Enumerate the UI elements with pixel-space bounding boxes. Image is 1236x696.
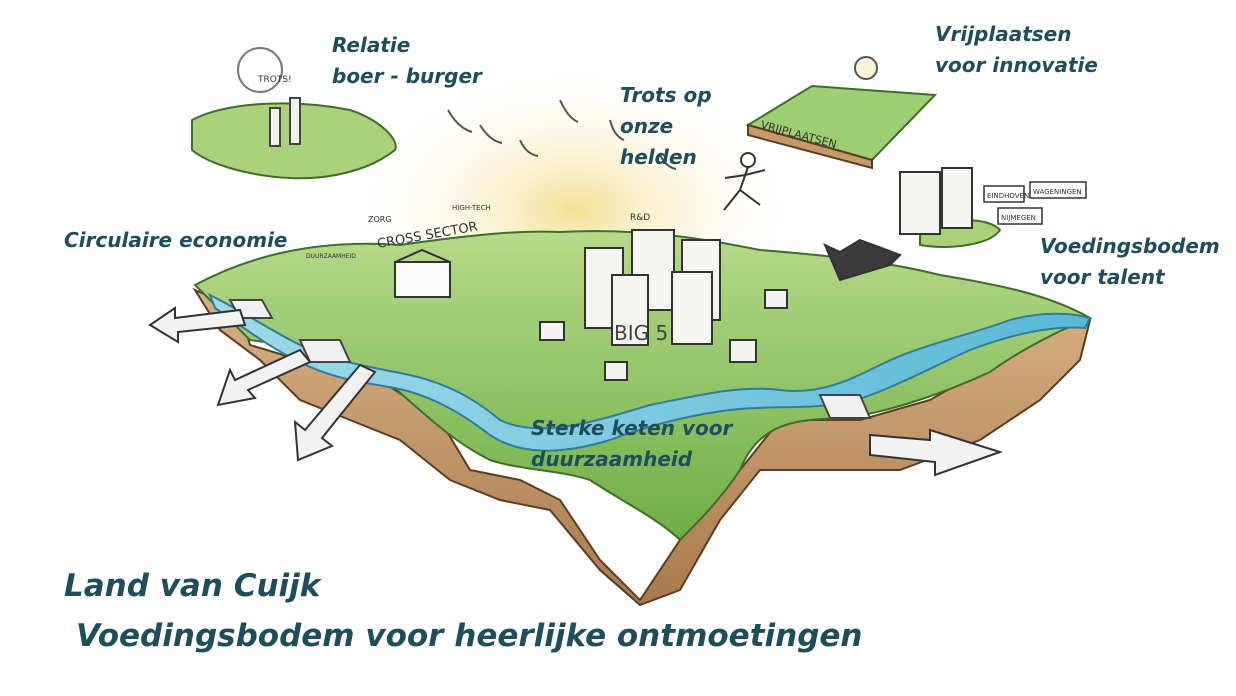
label-voedingsbodem-voor-talent: Voedingsbodem voor talent xyxy=(1040,234,1220,289)
grass-plateau xyxy=(193,230,1093,542)
sign-big5: BIG 5 xyxy=(614,321,668,345)
sign-rd: R&D xyxy=(630,213,650,223)
houses xyxy=(539,289,788,381)
sign-wageningen: WAGENINGEN xyxy=(1033,188,1082,196)
sign-eindhoven: EINDHOVEN xyxy=(987,192,1029,200)
floating-island-relatie xyxy=(191,47,397,180)
floating-island-talent xyxy=(899,167,1002,248)
sign-zorg: ZORG xyxy=(368,215,392,224)
label-trots-op-onze-helden: Trots op onze helden xyxy=(620,83,712,169)
sign-duurzaamheid: DUURZAAMHEID xyxy=(306,253,356,260)
sign-nijmegen: NIJMEGEN xyxy=(1001,214,1036,222)
cross-sector-building xyxy=(394,248,451,298)
sign-hightech: HIGH-TECH xyxy=(452,204,491,212)
title-land-van-cuijk: Land van Cuijk xyxy=(64,568,321,604)
sun-rays xyxy=(447,99,677,170)
floating-island-vrijplaatsen xyxy=(745,56,938,170)
river xyxy=(208,292,1092,452)
big-5-buildings xyxy=(584,229,721,346)
arrows xyxy=(148,238,1004,477)
hero-figure xyxy=(723,152,766,211)
label-vrijplaatsen-voor-innovatie: Vrijplaatsen voor innovatie xyxy=(935,22,1098,77)
sign-trots: TROTS! xyxy=(257,75,292,85)
label-sterke-keten-voor-duurzaamheid: Sterke keten voor duurzaamheid xyxy=(531,416,733,471)
subtitle-voedingsbodem: Voedingsbodem voor heerlijke ontmoetinge… xyxy=(76,618,863,654)
bridges xyxy=(228,299,872,419)
label-circulaire-economie: Circulaire economie xyxy=(64,228,288,252)
label-relatie-boer-burger: Relatie boer - burger xyxy=(332,33,482,88)
city-signs xyxy=(983,181,1087,225)
